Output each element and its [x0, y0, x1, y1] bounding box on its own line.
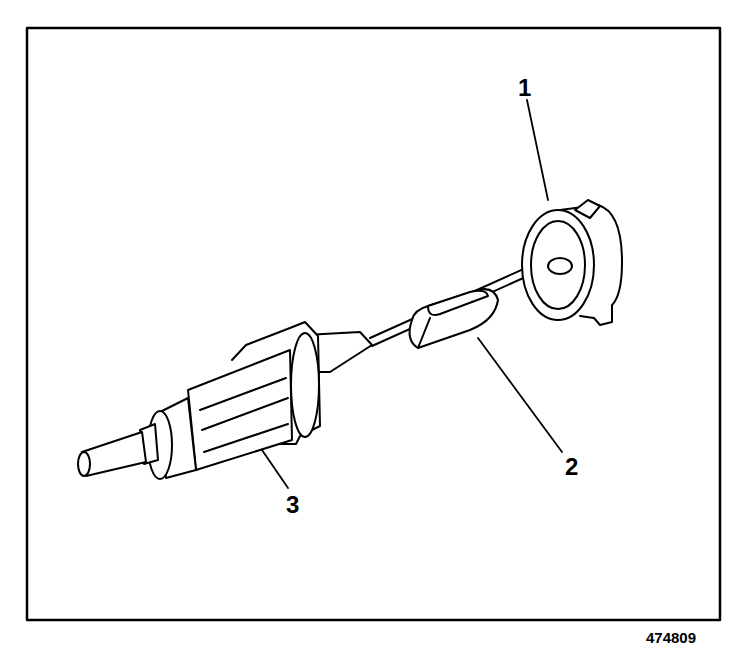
clip	[410, 289, 498, 348]
leader-line	[262, 100, 562, 488]
callout-number: 3	[286, 493, 299, 517]
figure-number: 474809	[646, 630, 696, 645]
frame-border	[27, 28, 720, 620]
callout-number: 2	[565, 455, 578, 479]
retainer-ring	[522, 200, 622, 325]
connector	[140, 322, 372, 479]
callout-number: 1	[518, 76, 531, 100]
cable	[78, 432, 146, 476]
